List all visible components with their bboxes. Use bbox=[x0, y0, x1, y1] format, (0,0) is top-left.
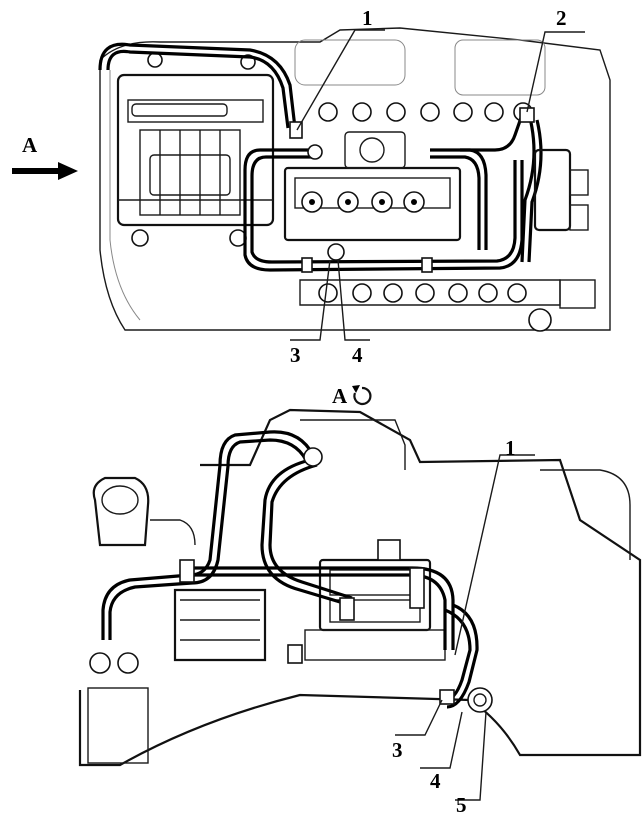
callout-top-2: 2 bbox=[556, 6, 567, 30]
pump-body-bottom bbox=[304, 539, 446, 661]
callout-top-4: 4 bbox=[352, 343, 363, 367]
view-title: A bbox=[332, 384, 348, 408]
fuel-lines bbox=[98, 42, 543, 272]
clamp-mid bbox=[339, 597, 355, 621]
rotate-ccw-icon bbox=[352, 385, 372, 406]
callout-bottom-3: 3 bbox=[392, 738, 403, 762]
bottom-view: 1 3 4 5 bbox=[78, 408, 642, 817]
clamp-left bbox=[179, 559, 195, 583]
callout-bottom-5: 5 bbox=[456, 793, 467, 817]
fitting-4 bbox=[327, 243, 345, 261]
filter-left bbox=[89, 476, 267, 674]
right-components bbox=[533, 148, 596, 309]
clamp-right bbox=[409, 567, 425, 609]
view-direction-arrow bbox=[12, 162, 78, 180]
fitting-right bbox=[421, 257, 433, 273]
pump-body bbox=[283, 131, 462, 242]
sensor bbox=[287, 644, 303, 664]
bottom-leaders bbox=[395, 454, 535, 801]
fitting-b3 bbox=[439, 689, 455, 705]
callout-top-1: 1 bbox=[362, 6, 373, 30]
filter-housing bbox=[116, 52, 275, 247]
top-view: A 1 2 3 4 bbox=[12, 6, 611, 367]
fitting-3 bbox=[301, 257, 313, 273]
fitting-b1 bbox=[303, 447, 323, 467]
callout-top-3: 3 bbox=[290, 343, 301, 367]
fitting-2 bbox=[519, 107, 535, 123]
callout-bottom-4: 4 bbox=[430, 769, 441, 793]
bolt-row-upper bbox=[318, 102, 533, 122]
direction-label: A bbox=[22, 133, 38, 157]
fitting-b5 bbox=[467, 687, 493, 713]
bolt-row-lower bbox=[299, 279, 561, 332]
callout-bottom-1: 1 bbox=[505, 436, 516, 460]
fitting-top bbox=[307, 144, 323, 160]
top-leaders bbox=[290, 29, 585, 341]
